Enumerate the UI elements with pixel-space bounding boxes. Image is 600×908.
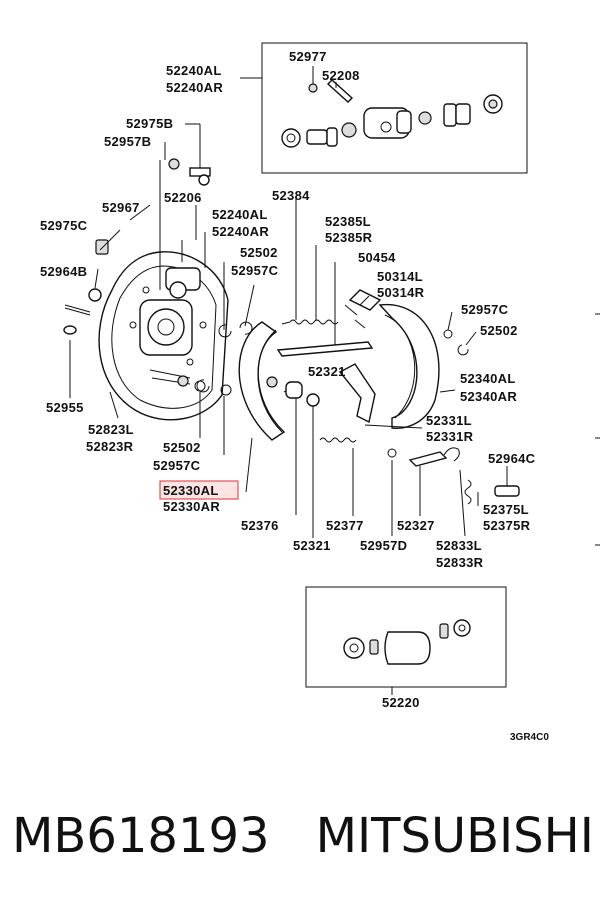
label-52964B: 52964B	[40, 264, 87, 279]
edge-ticks	[595, 313, 600, 546]
label-52823L: 52823L	[88, 422, 134, 437]
label-52957C-b: 52957C	[153, 458, 201, 473]
label-52502-a: 52502	[240, 245, 278, 260]
label-50454: 50454	[358, 250, 396, 265]
label-52957C-a: 52957C	[231, 263, 279, 278]
label-52384: 52384	[272, 188, 310, 203]
footer-caption: MB618193 MITSUBISHI	[12, 808, 594, 868]
label-52375R: 52375R	[483, 518, 531, 533]
backing-plate	[98, 251, 229, 421]
label-50314R: 50314R	[377, 285, 425, 300]
brand-name: MITSUBISHI	[315, 808, 594, 864]
label-52964C: 52964C	[488, 451, 536, 466]
label-52833L: 52833L	[436, 538, 482, 553]
label-52385L: 52385L	[325, 214, 371, 229]
label-52957C-c: 52957C	[461, 302, 509, 317]
label-52321-a: 52321	[308, 364, 346, 379]
part-labels: 52240AL 52240AR 52977 52208 52975B 52957…	[40, 49, 549, 743]
wheel-cylinder-assembly-box	[240, 42, 528, 174]
label-52220: 52220	[382, 695, 420, 710]
label-52330AR: 52330AR	[163, 499, 220, 514]
brake-shoe-left	[238, 321, 286, 441]
label-52340AR: 52340AR	[460, 389, 517, 404]
highlight-box	[159, 480, 239, 500]
label-52240AL-mid: 52240AL	[212, 207, 268, 222]
left-small-parts	[63, 158, 253, 396]
label-52502-b: 52502	[163, 440, 201, 455]
label-52375L: 52375L	[483, 502, 529, 517]
label-52240AL-top: 52240AL	[166, 63, 222, 78]
leader-lines	[69, 123, 508, 538]
label-52331L: 52331L	[426, 413, 472, 428]
label-50314L: 50314L	[377, 269, 423, 284]
label-52957D: 52957D	[360, 538, 407, 553]
label-52975C: 52975C	[40, 218, 88, 233]
label-52977: 52977	[289, 49, 327, 64]
label-52975B: 52975B	[126, 116, 173, 131]
part-number: MB618193	[12, 808, 270, 864]
label-52331R: 52331R	[426, 429, 474, 444]
label-52823R: 52823R	[86, 439, 134, 454]
label-52327: 52327	[397, 518, 435, 533]
label-52206: 52206	[164, 190, 202, 205]
label-52376: 52376	[241, 518, 279, 533]
label-52208: 52208	[322, 68, 360, 83]
label-52833R: 52833R	[436, 555, 484, 570]
exploded-parts-diagram: 52240AL 52240AR 52977 52208 52975B 52957…	[40, 42, 600, 743]
label-52967: 52967	[102, 200, 140, 215]
brake-shoe-right	[378, 303, 469, 429]
label-52321-b: 52321	[293, 538, 331, 553]
label-52385R: 52385R	[325, 230, 373, 245]
wheel-cylinder-kit-box	[305, 586, 507, 695]
diagram-code: 3GR4C0	[510, 732, 549, 743]
label-52955: 52955	[46, 400, 84, 415]
label-52240AR-top: 52240AR	[166, 80, 223, 95]
label-52502-c: 52502	[480, 323, 518, 338]
label-52340AL: 52340AL	[460, 371, 516, 386]
label-52377: 52377	[326, 518, 364, 533]
label-52957B: 52957B	[104, 134, 151, 149]
label-52240AR-mid: 52240AR	[212, 224, 269, 239]
label-52330AL: 52330AL	[163, 483, 219, 498]
